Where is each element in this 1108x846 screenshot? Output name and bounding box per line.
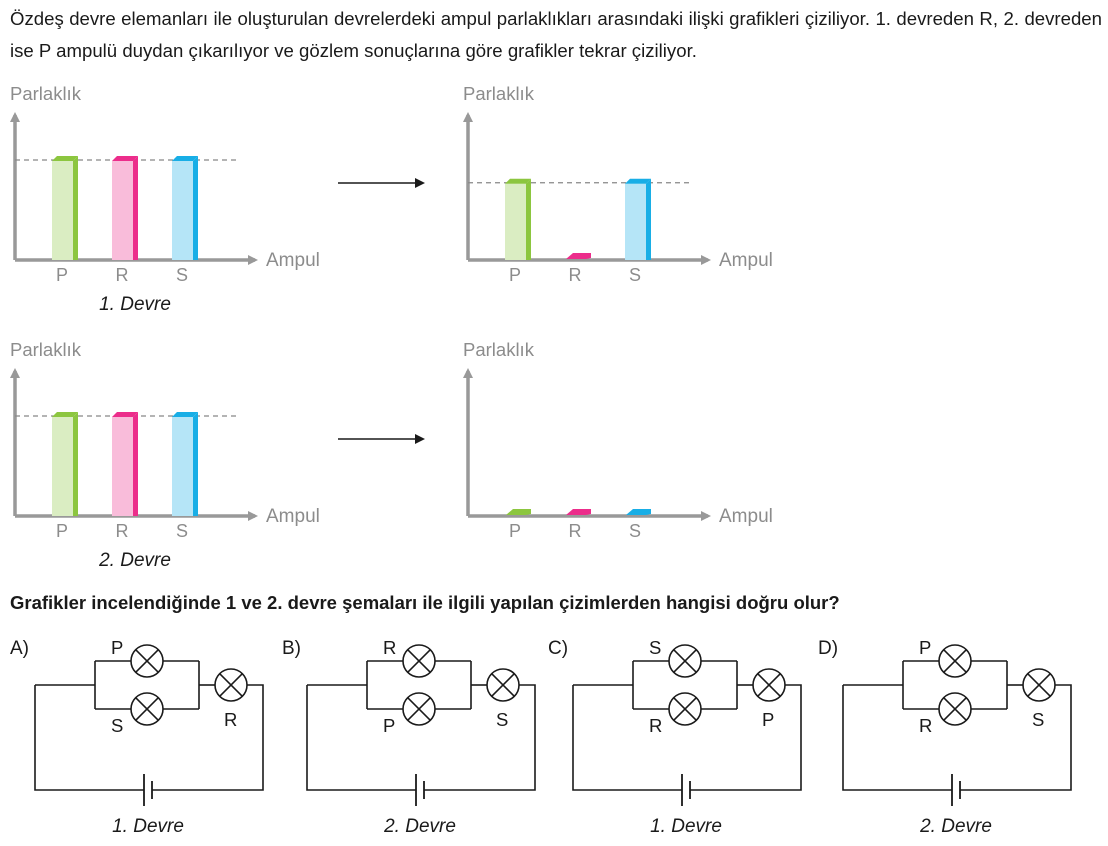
bulb-S [486,668,520,702]
bulb-R [402,644,436,678]
chart-caption: 2. Devre [98,550,171,571]
bulb-label-series: S [1032,709,1044,730]
bulb-R [668,692,702,726]
bar-S [172,412,198,516]
bulb-P [402,692,436,726]
bar-S [626,509,651,515]
option-letter: A) [10,638,29,659]
bulb-label-bottom: R [649,715,662,736]
y-axis-label: Parlaklık [463,339,535,360]
bulb-S [130,692,164,726]
tick-label-S: S [176,265,188,285]
circuit-caption: 2. Devre [919,816,992,837]
tick-label-S: S [176,521,188,541]
option-letter: C) [548,638,568,659]
tick-label-P: P [56,521,68,541]
transition-arrows [338,178,425,444]
bar-P [505,178,531,260]
bulb-label-bottom: P [383,715,395,736]
bulb-P [130,644,164,678]
option-a[interactable]: A) P S R 1. Devre [10,637,264,837]
bulb-S [668,644,702,678]
y-axis-label: Parlaklık [10,83,82,104]
circuit-caption: 1. Devre [112,816,184,837]
bulb-label-series: P [762,709,774,730]
bar-S [172,156,198,260]
bulb-label-top: R [383,637,396,658]
bulb-P [752,668,786,702]
bar-R [112,156,138,260]
intro-text: Özdeş devre elemanları ile oluşturulan d… [10,8,1102,61]
tick-label-R: R [569,265,582,285]
tick-label-S: S [629,265,641,285]
bar-P [506,509,531,515]
bar-P [52,156,78,260]
y-axis-label: Parlaklık [463,83,535,104]
question-text: Grafikler incelendiğinde 1 ve 2. devre ş… [10,592,840,613]
chart-caption: 1. Devre [99,294,171,315]
bulb-S [1022,668,1056,702]
tick-label-P: P [509,521,521,541]
circuit-options: A) P S R 1. Devre B) R P S 2. Devre C) S R P 1. Devre D… [10,637,1072,837]
bulb-label-top: P [111,637,123,658]
bulb-R [938,692,972,726]
bulb-label-top: S [649,637,661,658]
option-d[interactable]: D) P R S 2. Devre [818,637,1072,837]
bulb-R [214,668,248,702]
x-axis-label: Ampul [719,506,773,527]
tick-label-R: R [116,265,129,285]
option-letter: B) [282,638,301,659]
bulb-label-bottom: R [919,715,932,736]
x-axis-label: Ampul [266,506,320,527]
bar-R [112,412,138,516]
x-axis-label: Ampul [266,250,320,271]
bulb-label-bottom: S [111,715,123,736]
bar-S [625,178,651,260]
y-axis-label: Parlaklık [10,339,82,360]
tick-label-S: S [629,521,641,541]
option-letter: D) [818,638,838,659]
bar-R [566,509,591,515]
option-c[interactable]: C) S R P 1. Devre [548,637,802,837]
bulb-P [938,644,972,678]
option-b[interactable]: B) R P S 2. Devre [282,637,536,837]
tick-label-R: R [116,521,129,541]
bar-P [52,412,78,516]
tick-label-P: P [509,265,521,285]
x-axis-label: Ampul [719,250,773,271]
bulb-label-series: S [496,709,508,730]
circuit-caption: 1. Devre [650,816,722,837]
bar-R [566,253,591,259]
tick-label-R: R [569,521,582,541]
tick-label-P: P [56,265,68,285]
circuit-caption: 2. Devre [383,816,456,837]
bulb-label-top: P [919,637,931,658]
bulb-label-series: R [224,709,237,730]
